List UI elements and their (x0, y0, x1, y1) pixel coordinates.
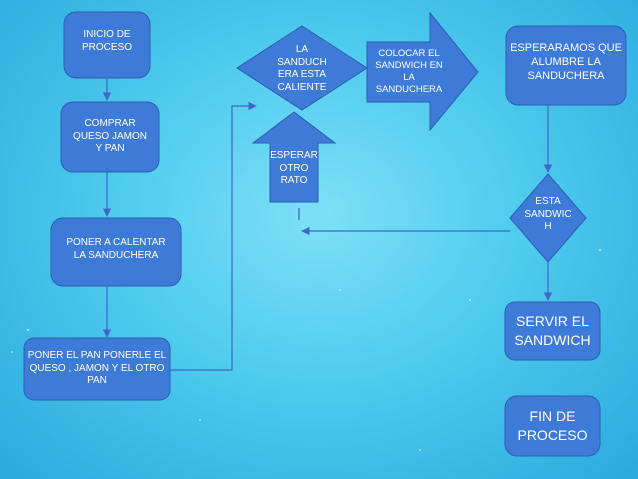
node-poner-calentar-label: PONER A CALENTAR LA SANDUCHERA (66, 237, 166, 261)
node-esperaramos-shape[interactable] (505, 25, 627, 106)
node-servir-shape[interactable] (504, 301, 601, 361)
node-fin-label: FIN DE PROCESO (517, 408, 588, 443)
node-decision-caliente-label: LA SANDUCH ERA ESTA CALIENTE (277, 44, 327, 93)
node-servir-label: SERVIR EL SANDWICH (514, 313, 591, 348)
node-fin-shape[interactable] (504, 395, 601, 457)
node-inicio-shape[interactable] (63, 11, 151, 79)
background-stars (11, 69, 611, 451)
node-colocar-shape[interactable] (366, 11, 479, 132)
node-comprar-label: COMPRAR QUESO JAMON Y PAN (73, 118, 147, 154)
node-esperar-otro-shape[interactable] (251, 111, 337, 203)
connector-pan-caliente (170, 101, 257, 371)
node-decision-caliente-shape[interactable] (236, 25, 368, 111)
node-poner-pan-shape[interactable] (23, 337, 171, 401)
node-colocar-label: COLOCAR EL SANDWICH EN LA SANDUCHERA (375, 48, 443, 95)
node-inicio-label: INICIO DE PROCESO (81, 29, 132, 53)
node-esperar-otro-label: ESPERAR OTRO RATO (270, 150, 318, 186)
node-esperaramos-label: ESPERARAMOS QUE ALUMBRE LA SANDUCHERA (510, 42, 622, 82)
node-decision-sandwich-label: ESTA SANDWIC H (524, 196, 572, 232)
node-poner-calentar-shape[interactable] (50, 217, 182, 287)
node-poner-pan-label: PONER EL PAN PONERLE EL QUESO , JAMON Y … (27, 350, 167, 386)
node-decision-sandwich-shape[interactable] (509, 173, 587, 263)
node-comprar-shape[interactable] (60, 101, 160, 173)
